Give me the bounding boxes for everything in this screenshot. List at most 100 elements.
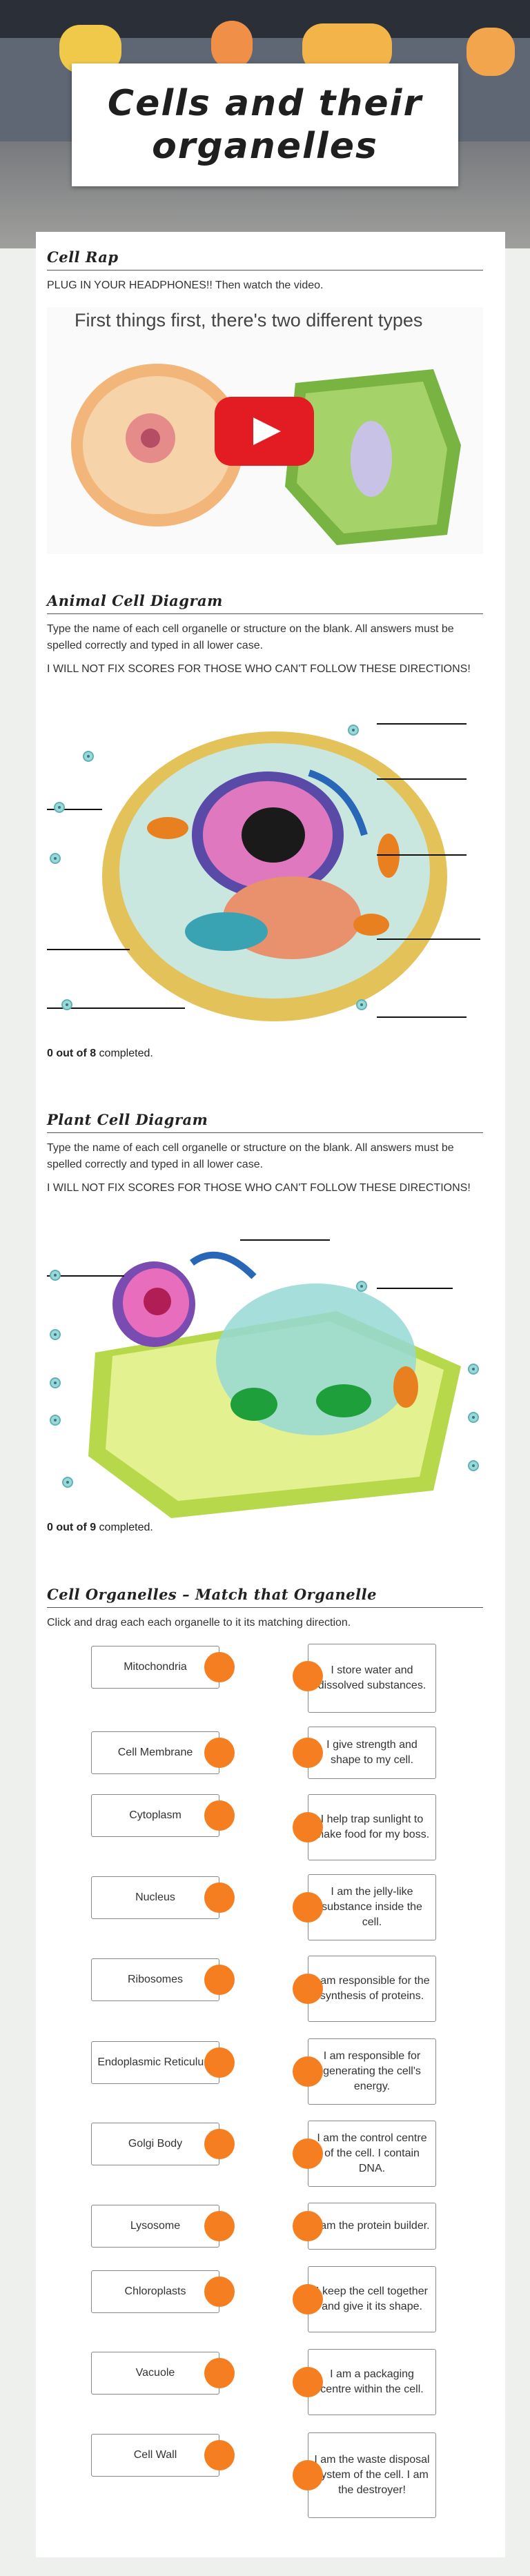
cell-illustration — [71, 364, 461, 545]
match-right-item[interactable]: I am the jelly-like substance inside the… — [308, 1874, 436, 1940]
match-right-item[interactable]: I am the control centre of the cell. I c… — [308, 2121, 436, 2187]
match-left-handle[interactable] — [204, 1652, 235, 1682]
section-heading: Animal Cell Diagram — [47, 592, 483, 614]
match-left-item[interactable]: Mitochondria — [91, 1646, 219, 1689]
match-left-handle[interactable] — [204, 1800, 235, 1831]
match-right-handle[interactable] — [293, 1892, 323, 1923]
label-marker — [468, 1364, 479, 1375]
match-left-handle[interactable] — [204, 2047, 235, 2078]
match-right-handle[interactable] — [293, 1661, 323, 1691]
answer-blank-4[interactable] — [47, 949, 130, 950]
match-left-handle[interactable] — [204, 2358, 235, 2388]
match-left-handle[interactable] — [204, 1965, 235, 1995]
match-right-handle[interactable] — [293, 2139, 323, 2169]
answer-blank-2[interactable] — [47, 1275, 124, 1277]
label-marker — [50, 1377, 61, 1388]
section-instruction: PLUG IN YOUR HEADPHONES!! Then watch the… — [47, 279, 324, 291]
label-marker — [61, 999, 72, 1010]
plant-score: 0 out of 9 completed. — [47, 1522, 153, 1534]
match-left-item[interactable]: Cytoplasm — [91, 1794, 219, 1837]
match-left-item[interactable]: Lysosome — [91, 2205, 219, 2248]
label-marker — [83, 751, 94, 762]
match-left-handle[interactable] — [204, 2277, 235, 2307]
match-right-item[interactable]: I am responsible for the synthesis of pr… — [308, 1956, 436, 2022]
plant-cell-illustration — [88, 1251, 461, 1518]
section-warning: I WILL NOT FIX SCORES FOR THOSE WHO CAN'… — [47, 1182, 471, 1194]
match-right-item[interactable]: I keep the cell together and give it its… — [308, 2266, 436, 2332]
section-heading: Cell Organelles – Match that Organelle — [47, 1586, 483, 1608]
answer-blank-7[interactable] — [377, 1016, 467, 1018]
section-heading: Plant Cell Diagram — [47, 1111, 483, 1133]
match-right-item[interactable]: I help trap sunlight to make food for my… — [308, 1794, 436, 1860]
label-marker — [356, 999, 367, 1010]
answer-blank-2[interactable] — [377, 778, 467, 780]
animal-cell-illustration — [102, 731, 447, 1021]
plant-cell-diagram — [47, 1228, 483, 1518]
match-right-handle[interactable] — [293, 1974, 323, 2004]
section-animal-cell: Animal Cell Diagram Type the name of eac… — [47, 592, 483, 678]
score-suffix: completed. — [96, 1048, 153, 1059]
title-card: Cells and their organelles — [72, 63, 458, 186]
match-right-item[interactable]: I am a packaging centre within the cell. — [308, 2349, 436, 2415]
label-marker — [50, 1415, 61, 1426]
score-suffix: completed. — [96, 1522, 153, 1533]
match-right-item[interactable]: I am the waste disposal system of the ce… — [308, 2432, 436, 2518]
section-instruction: Type the name of each cell organelle or … — [47, 623, 454, 651]
match-left-item[interactable]: Nucleus — [91, 1876, 219, 1919]
section-heading: Cell Rap — [47, 248, 483, 271]
answer-blank-3[interactable] — [377, 854, 467, 856]
match-left-item[interactable]: Cell Membrane — [91, 1731, 219, 1774]
label-marker — [50, 853, 61, 864]
match-right-item[interactable]: I am the protein builder. — [308, 2203, 436, 2250]
label-marker — [62, 1477, 73, 1488]
video-caption: First things first, there's two differen… — [75, 310, 423, 331]
match-right-handle[interactable] — [293, 2056, 323, 2087]
match-left-item[interactable]: Chloroplasts — [91, 2270, 219, 2313]
answer-blank-5[interactable] — [377, 938, 480, 940]
score-count: 0 out of 8 — [47, 1048, 97, 1059]
match-right-handle[interactable] — [293, 1812, 323, 1842]
match-left-handle[interactable] — [204, 2211, 235, 2241]
match-right-handle[interactable] — [293, 1738, 323, 1768]
match-left-item[interactable]: Vacuole — [91, 2352, 219, 2395]
label-marker — [356, 1281, 367, 1292]
cartoon-character-far-right — [467, 28, 515, 76]
answer-blank-1[interactable] — [377, 723, 467, 725]
label-marker — [50, 1270, 61, 1281]
answer-blank-6[interactable] — [47, 1007, 185, 1009]
match-right-handle[interactable] — [293, 2460, 323, 2490]
match-right-item[interactable]: I give strength and shape to my cell. — [308, 1727, 436, 1779]
match-right-item[interactable]: I store water and dissolved substances. — [308, 1644, 436, 1713]
section-cell-rap: Cell Rap PLUG IN YOUR HEADPHONES!! Then … — [47, 248, 483, 294]
label-marker — [348, 725, 359, 736]
section-match: Cell Organelles – Match that Organelle C… — [47, 1586, 483, 1631]
video-player[interactable]: First things first, there's two differen… — [47, 307, 483, 554]
animal-score: 0 out of 8 completed. — [47, 1048, 153, 1060]
match-right-handle[interactable] — [293, 2284, 323, 2314]
play-icon[interactable] — [215, 397, 314, 466]
match-left-handle[interactable] — [204, 1738, 235, 1768]
match-left-item[interactable]: Golgi Body — [91, 2123, 219, 2165]
label-marker — [54, 802, 65, 813]
label-marker — [468, 1460, 479, 1471]
match-right-item[interactable]: I am responsible for generating the cell… — [308, 2038, 436, 2105]
match-left-item[interactable]: Endoplasmic Reticulum — [91, 2041, 219, 2084]
match-left-handle[interactable] — [204, 2129, 235, 2159]
match-left-item[interactable]: Cell Wall — [91, 2434, 219, 2477]
cartoon-character-center — [211, 21, 253, 69]
answer-blank-8[interactable] — [47, 809, 102, 810]
match-right-handle[interactable] — [293, 2367, 323, 2397]
label-marker — [50, 1329, 61, 1340]
score-count: 0 out of 9 — [47, 1522, 97, 1533]
section-warning: I WILL NOT FIX SCORES FOR THOSE WHO CAN'… — [47, 663, 471, 675]
match-left-handle[interactable] — [204, 1882, 235, 1913]
answer-blank-3[interactable] — [377, 1288, 453, 1289]
match-left-item[interactable]: Ribosomes — [91, 1958, 219, 2001]
answer-blank-1[interactable] — [240, 1239, 330, 1241]
label-marker — [468, 1412, 479, 1423]
section-plant-cell: Plant Cell Diagram Type the name of each… — [47, 1111, 483, 1197]
page-title: Cells and their organelles — [107, 83, 423, 167]
match-left-handle[interactable] — [204, 2440, 235, 2470]
match-right-handle[interactable] — [293, 2211, 323, 2241]
animal-cell-diagram — [47, 711, 483, 1042]
